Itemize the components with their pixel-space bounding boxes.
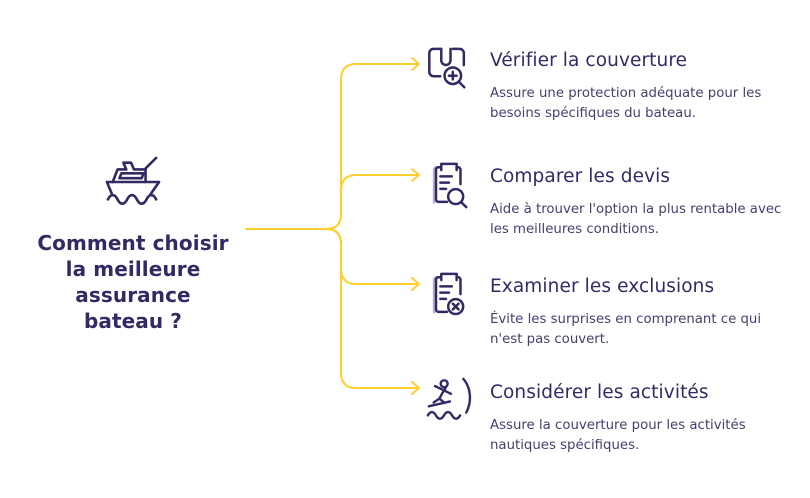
branch-description: Assure la couverture pour les activités … [490,418,746,453]
branch-description: Évite les surprises en comprenant ce qui… [490,312,762,347]
branch-text: Vérifier la couverture Assure une protec… [490,44,794,123]
branch-examine-exclusions: Examiner les exclusions Évite les surpri… [424,270,794,349]
branch-text: Examiner les exclusions Évite les surpri… [490,270,794,349]
central-title-line: bateau ? [83,309,183,333]
boat-icon [28,154,238,210]
arrowhead-2 [411,168,420,182]
central-title-line: la meilleure [65,257,201,281]
central-title-line: Comment choisir [37,231,229,255]
branch-title: Examiner les exclusions [490,276,715,297]
branch-text: Considérer les activités Assure la couve… [490,376,794,455]
central-topic-title: Comment choisir la meilleure assurance b… [28,230,238,334]
branch-verify-coverage: Vérifier la couverture Assure une protec… [424,44,794,123]
branch-title: Vérifier la couverture [490,50,688,71]
arrowhead-4 [411,381,420,395]
branch-title: Considérer les activités [490,382,709,403]
branch-title: Comparer les devis [490,166,671,187]
connector-branch-1 [325,63,418,230]
arrowhead-1 [411,57,420,71]
central-topic: Comment choisir la meilleure assurance b… [28,154,238,334]
branch-compare-quotes: Comparer les devis Aide à trouver l'opti… [424,160,794,239]
connector-branch-4 [325,228,418,389]
water-skier-icon [424,376,474,455]
clipboard-exclusion-icon [424,270,474,349]
branch-consider-activities: Considérer les activités Assure la couve… [424,376,794,455]
arrowhead-3 [411,277,420,291]
clipboard-magnifier-icon [424,160,474,239]
book-magnifier-icon [424,44,474,123]
connector-branch-2 [325,174,418,230]
branch-text: Comparer les devis Aide à trouver l'opti… [490,160,794,239]
central-title-line: assurance [75,283,191,307]
branch-description: Assure une protection adéquate pour les … [490,86,762,121]
branch-description: Aide à trouver l'option la plus rentable… [490,202,782,237]
